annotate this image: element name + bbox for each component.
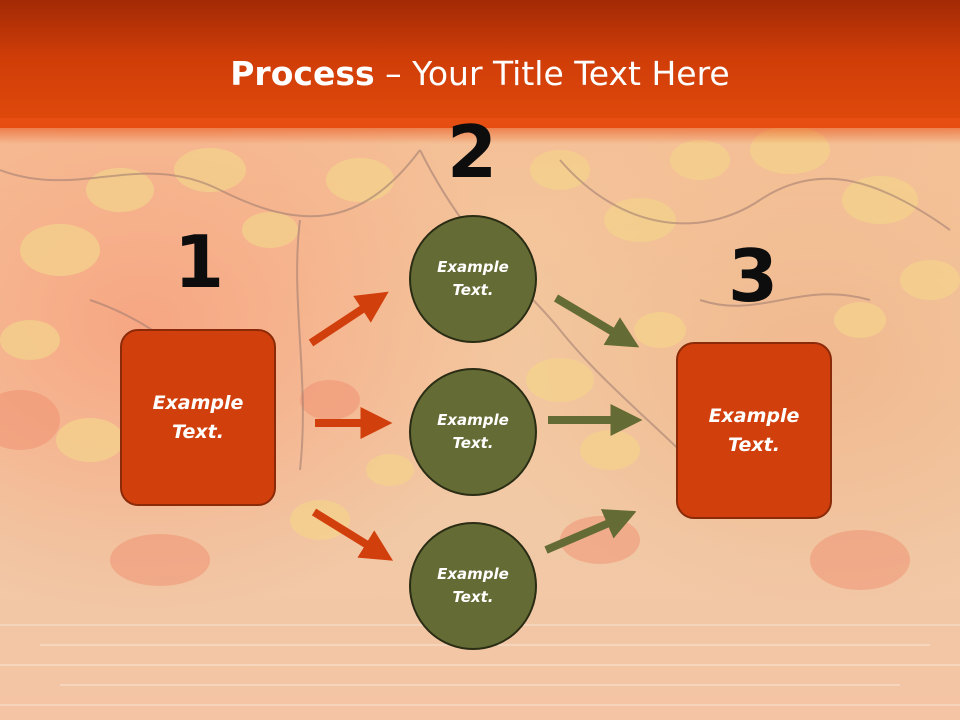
arrow-left-to-bottom (311, 508, 394, 561)
left-box-text: Example Text. (152, 391, 244, 443)
step-number-3: 3 (727, 234, 779, 318)
circle-top[interactable]: Example Text. (409, 215, 537, 343)
right-box-text: Example Text. (708, 404, 800, 456)
arrow-left-to-top (308, 291, 389, 347)
arrow-bottom-to-right (544, 509, 637, 554)
circle-middle[interactable]: Example Text. (409, 368, 537, 496)
arrow-top-to-right (553, 294, 640, 348)
step-number-1: 1 (173, 220, 225, 304)
circle-top-text: Example Text. (437, 258, 509, 299)
circle-bottom[interactable]: Example Text. (409, 522, 537, 650)
left-process-box[interactable]: Example Text. (120, 329, 276, 506)
slide-title-rest: – Your Title Text Here (374, 54, 730, 93)
slide-title-bold: Process (230, 54, 375, 93)
step-number-2: 2 (446, 110, 498, 194)
circle-bottom-text: Example Text. (437, 565, 509, 606)
slide-title: Process – Your Title Text Here (0, 52, 960, 96)
right-process-box[interactable]: Example Text. (676, 342, 832, 519)
circle-middle-text: Example Text. (437, 411, 509, 452)
title-bar-fade (0, 118, 960, 144)
title-bar (0, 0, 960, 128)
